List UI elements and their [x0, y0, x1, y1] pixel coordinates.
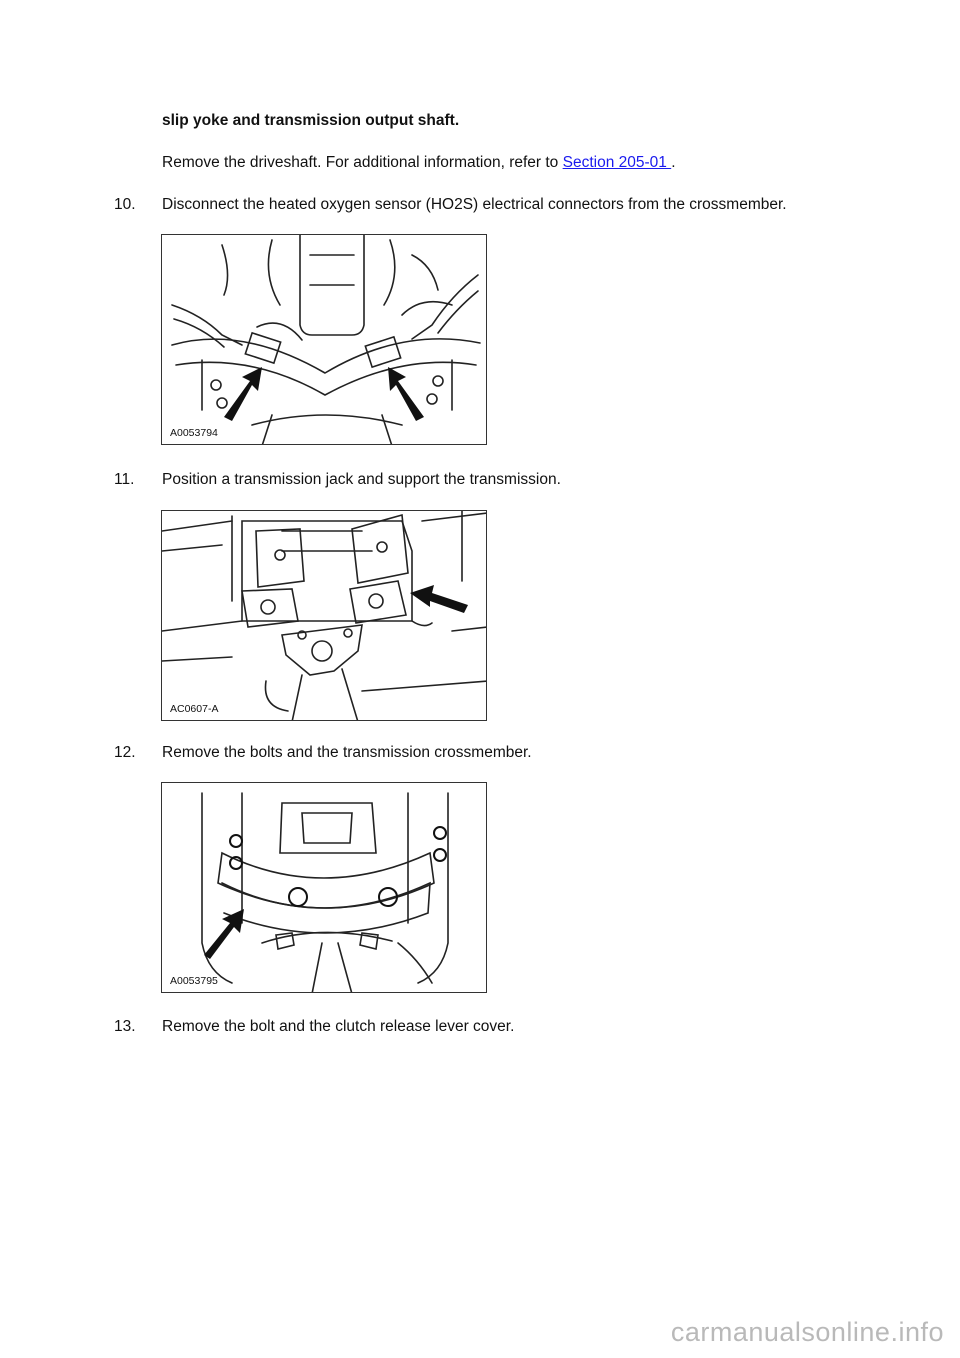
step-number: 13. [114, 1018, 136, 1035]
driveshaft-instruction: Remove the driveshaft. For additional in… [162, 154, 676, 172]
section-205-01-link[interactable]: Section 205-01 [562, 154, 672, 171]
crossmember-bolts-illustration [201, 792, 449, 992]
transmission-jack-illustration [162, 511, 486, 720]
watermark: carmanualsonline.info [670, 1317, 944, 1347]
driveshaft-text: Remove the driveshaft. For additional in… [162, 154, 559, 171]
ho2s-connectors-illustration [171, 235, 481, 444]
step-text: Position a transmission jack and support… [162, 471, 561, 488]
step-number: 12. [114, 744, 136, 761]
step-text: Disconnect the heated oxygen sensor (HO2… [162, 196, 787, 213]
figure-ho2s-connectors: A0053794 [161, 234, 487, 445]
figure-crossmember-bolts: A0053795 [161, 782, 487, 993]
continued-instruction: slip yoke and transmission output shaft. [162, 112, 460, 129]
figure-transmission-jack: AC0607-A [161, 510, 487, 721]
figure-label: A0053794 [170, 427, 218, 439]
step-number: 11. [114, 471, 135, 488]
figure-label: A0053795 [170, 975, 218, 987]
step-text: Remove the bolts and the transmission cr… [162, 744, 532, 761]
step-text: Remove the bolt and the clutch release l… [162, 1018, 515, 1035]
step-number: 10. [114, 196, 136, 213]
figure-label: AC0607-A [170, 703, 219, 715]
driveshaft-text-end: . [671, 154, 676, 171]
